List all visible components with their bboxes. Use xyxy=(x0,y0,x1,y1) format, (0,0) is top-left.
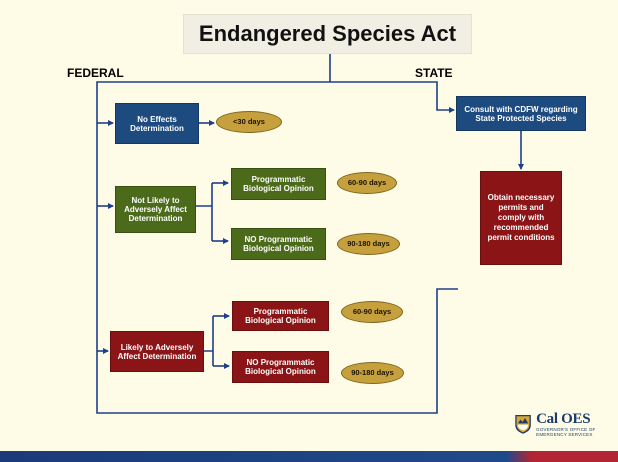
page-title: Endangered Species Act xyxy=(183,14,472,54)
not-likely-box: Not Likely to Adversely Affect Determina… xyxy=(115,186,196,233)
no-effects-timeline-oval: <30 days xyxy=(216,111,282,133)
footer-bar xyxy=(0,451,618,462)
consult-cdfw-box: Consult with CDFW regarding State Protec… xyxy=(456,96,586,131)
obtain-permits-box: Obtain necessary permits and comply with… xyxy=(480,171,562,265)
state-label: STATE xyxy=(415,66,453,80)
likely-label: Likely to Adversely Affect Determination xyxy=(117,342,197,361)
not-likely-programmatic-timeline-oval: 60-90 days xyxy=(337,172,397,194)
likely-programmatic-timeline: 60-90 days xyxy=(352,307,392,316)
cal-oes-seal-icon xyxy=(515,414,531,434)
not-likely-no-programmatic-timeline: 90-180 days xyxy=(347,239,390,248)
likely-programmatic-timeline-oval: 60-90 days xyxy=(341,301,403,323)
federal-label: FEDERAL xyxy=(67,66,124,80)
likely-box: Likely to Adversely Affect Determination xyxy=(110,331,204,372)
not-likely-no-programmatic-box: NO Programmatic Biological Opinion xyxy=(231,228,326,260)
not-likely-split-line xyxy=(195,183,213,241)
not-likely-label: Not Likely to Adversely Affect Determina… xyxy=(124,196,187,223)
likely-programmatic-label: Programmatic Biological Opinion xyxy=(245,307,316,325)
not-likely-programmatic-label: Programmatic Biological Opinion xyxy=(243,175,314,193)
no-effects-box: No Effects Determination xyxy=(115,103,199,144)
likely-no-programmatic-label: NO Programmatic Biological Opinion xyxy=(245,358,316,376)
not-likely-no-programmatic-label: NO Programmatic Biological Opinion xyxy=(243,235,314,253)
not-likely-programmatic-box: Programmatic Biological Opinion xyxy=(231,168,326,200)
state-branch-line xyxy=(330,81,455,113)
logo-name: Cal OES xyxy=(536,411,591,427)
likely-programmatic-box: Programmatic Biological Opinion xyxy=(232,301,329,331)
not-likely-programmatic-timeline: 60-90 days xyxy=(347,178,387,187)
cal-oes-logo: Cal OES GOVERNOR'S OFFICE OF EMERGENCY S… xyxy=(514,404,612,444)
obtain-permits-label: Obtain necessary permits and comply with… xyxy=(487,193,555,242)
likely-no-programmatic-timeline: 90-180 days xyxy=(351,368,394,377)
likely-split-line xyxy=(203,316,214,366)
logo-subtitle: GOVERNOR'S OFFICE OF EMERGENCY SERVICES xyxy=(536,427,596,437)
consult-cdfw-label: Consult with CDFW regarding State Protec… xyxy=(464,104,578,123)
no-effects-timeline: <30 days xyxy=(233,117,265,126)
no-effects-label: No Effects Determination xyxy=(130,114,184,133)
likely-no-programmatic-timeline-oval: 90-180 days xyxy=(341,362,404,384)
not-likely-no-programmatic-timeline-oval: 90-180 days xyxy=(337,233,400,255)
federal-loop-line xyxy=(96,81,458,414)
likely-no-programmatic-box: NO Programmatic Biological Opinion xyxy=(232,351,329,383)
